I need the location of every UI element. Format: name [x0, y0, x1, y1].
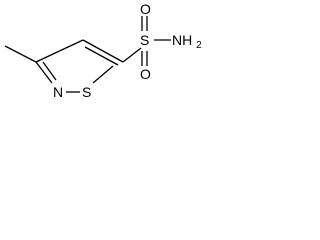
molecule-diagram: N S S O O NH 2: [4, 1, 202, 100]
methyl-bond: [4, 45, 37, 63]
ring-bond-c3-n-main: [35, 61, 53, 84]
ring-bond-s-c5: [92, 65, 114, 84]
oxygen-top-label: O: [140, 1, 151, 17]
ring-bond-c4-c5-inner: [84, 46, 119, 66]
amine-main-text: NH: [172, 32, 192, 48]
ring-bond-c3-n-inner: [42, 61, 57, 81]
ring-bond-c4-c5-main: [82, 39, 124, 63]
ring-bond-c3-c4: [35, 39, 84, 63]
bond-c5-sulfonyl: [122, 47, 142, 63]
amine-subscript: 2: [196, 40, 202, 51]
ring-sulfur-label: S: [82, 84, 91, 100]
ring-nitrogen-label: N: [53, 84, 63, 100]
amine-label: NH 2: [172, 32, 202, 51]
structure-canvas: N S S O O NH 2: [0, 0, 206, 106]
sulfonyl-sulfur-label: S: [140, 32, 149, 48]
oxygen-bottom-label: O: [140, 66, 151, 82]
